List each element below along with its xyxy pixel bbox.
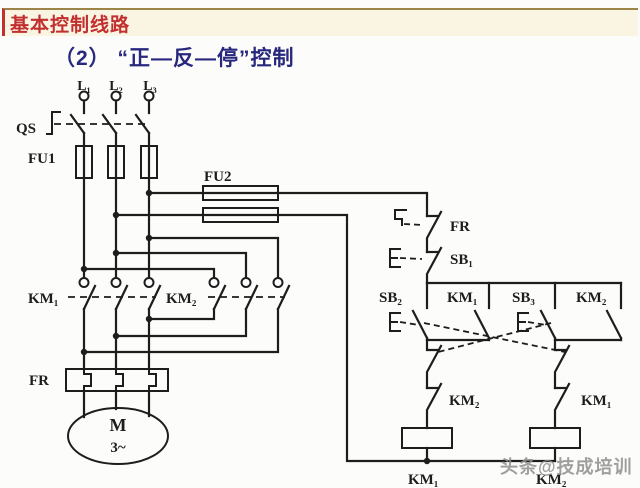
thermal-actuator-icon: [394, 209, 407, 226]
sb3-and-km2-seal-contacts: [517, 309, 623, 342]
label-sb2: SB₂: [379, 290, 402, 306]
forward-branch-chain: KM₂ KM₁: [401, 338, 480, 488]
label-sb1: SB₁: [450, 252, 473, 268]
push-button-actuator-icon: [389, 312, 401, 332]
km1-main-contacts: KM₁: [28, 277, 162, 371]
label-qs: QS: [16, 121, 36, 137]
label-km1-seal: KM₁: [447, 290, 477, 306]
push-button-actuator-icon: [517, 312, 529, 332]
slide-header: 基本控制线路: [2, 8, 638, 36]
label-km2-main: KM₂: [166, 291, 197, 307]
control-circuit: FR SB₁ SB₂ KM₁ SB₃ KM₂: [379, 209, 623, 488]
label-motor-phase: 3~: [110, 440, 126, 456]
watermark: 头条@技成培训: [500, 457, 633, 477]
branch-bus-wires: [425, 281, 623, 310]
label-fr-contact: FR: [450, 219, 470, 235]
label-motor: M: [110, 415, 127, 435]
fu2-fuse-symbol: FU2: [114, 169, 557, 463]
terminal-icon: [143, 90, 155, 102]
label-km1-coil: KM₁: [408, 472, 438, 488]
reverse-branch-chain: KM₁ KM₂: [529, 338, 611, 488]
label-fu1: FU1: [28, 151, 56, 167]
km1-coil-symbol: [401, 427, 453, 449]
sb1-stop-button-symbol: SB₁: [389, 246, 473, 285]
terminal-icon: [78, 90, 90, 102]
interlock-linkage-dashes: [423, 322, 566, 353]
km2-coil-symbol: [529, 427, 581, 449]
push-button-actuator-icon: [389, 248, 401, 268]
label-phase-l1: L₁: [77, 79, 91, 94]
power-circuit: L₁ L₂ L₃ QS FU1 F: [16, 79, 557, 465]
fr-contact-symbol: FR: [394, 209, 470, 254]
reverse-feed-wires: [82, 236, 280, 280]
label-km2-seal: KM₂: [576, 290, 607, 306]
km2-main-contacts: KM₂: [82, 277, 291, 354]
terminal-icon: [110, 90, 122, 102]
page-title: 基本控制线路: [10, 14, 131, 36]
fr-thermal-element: FR: [29, 368, 169, 392]
label-phase-l3: L₃: [143, 79, 157, 94]
label-km2-coil: KM₂: [536, 472, 567, 488]
switch-handle-icon: [46, 111, 61, 135]
qs-switch-symbol: QS: [16, 99, 151, 137]
motor-symbol: M 3~: [67, 389, 169, 465]
label-fu2: FU2: [204, 169, 232, 185]
junction-dots: [80, 189, 431, 465]
label-km1-main: KM₁: [28, 291, 58, 307]
label-phase-l2: L₂: [109, 79, 123, 94]
label-km2-interlock: KM₂: [449, 393, 480, 409]
phase-terminals: L₁ L₂ L₃: [77, 79, 157, 102]
label-sb3: SB₃: [512, 290, 535, 306]
label-fr-main: FR: [29, 373, 49, 389]
fu1-fuse-symbol: FU1: [28, 131, 158, 280]
label-km1-interlock: KM₁: [581, 393, 611, 409]
slide-subtitle: （2） “正—反—停”控制: [54, 47, 295, 70]
